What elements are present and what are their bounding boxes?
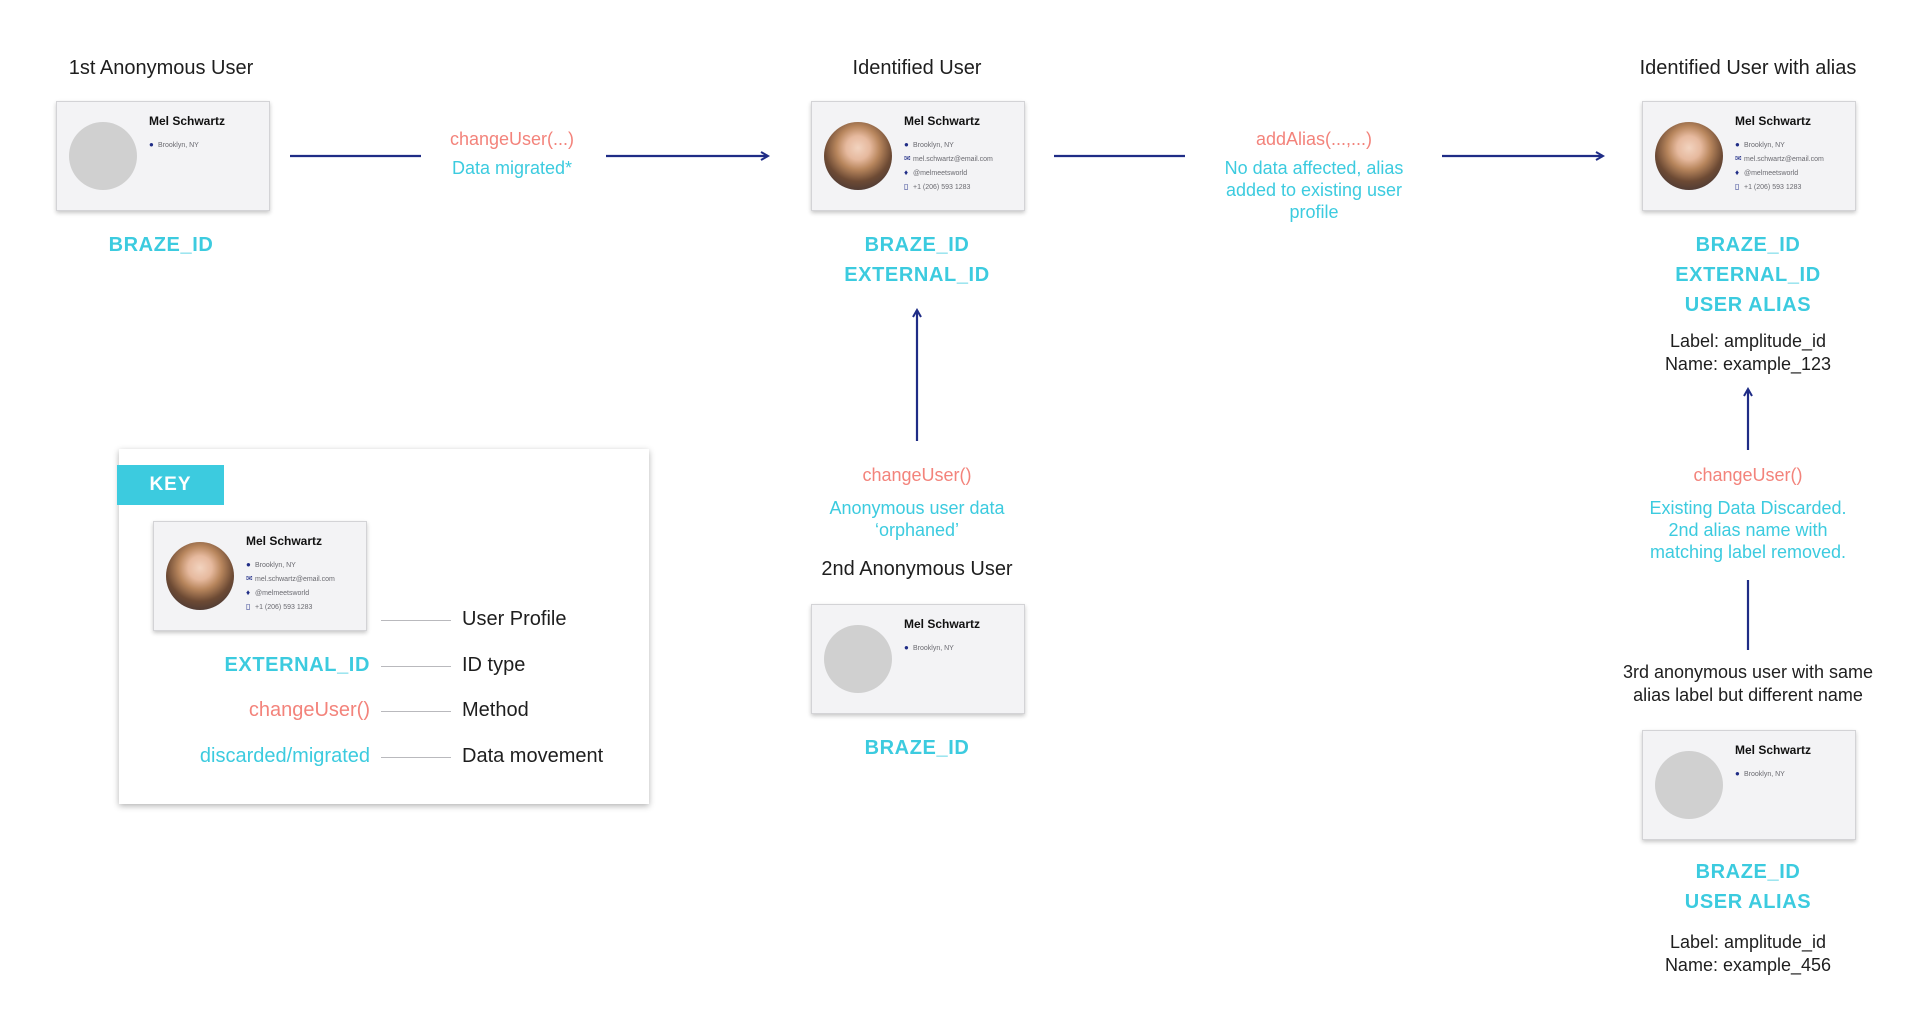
key-divider <box>381 711 451 712</box>
avatar-photo <box>824 122 892 190</box>
profile-twitter: ♦@melmeetsworld <box>246 588 310 597</box>
key-tab: KEY <box>117 465 224 505</box>
key-divider <box>381 666 451 667</box>
key-example-movement: discarded/migrated <box>199 745 370 767</box>
aliased-alias-name: Name: example_123 <box>1664 354 1832 374</box>
profile-phone: ▯+1 (206) 593 1283 <box>904 182 971 191</box>
aliased-id-braze: BRAZE_ID <box>1695 234 1801 256</box>
aliased-alias-label: Label: amplitude_id <box>1669 331 1827 351</box>
key-example-method: changeUser() <box>248 699 370 721</box>
t3-method: changeUser() <box>862 465 972 485</box>
profile-location: ●Brooklyn, NY <box>1735 769 1785 778</box>
profile-email: ✉mel.schwartz@email.com <box>1735 154 1824 163</box>
profile-location: ●Brooklyn, NY <box>904 140 954 149</box>
profile-name: Mel Schwartz <box>149 114 226 128</box>
phone-icon: ▯ <box>246 602 251 611</box>
aliased-profile-card: Mel Schwartz ●Brooklyn, NY ✉mel.schwartz… <box>1642 101 1856 211</box>
identified-id-braze: BRAZE_ID <box>864 234 970 256</box>
phone-icon: ▯ <box>1735 182 1740 191</box>
profile-name: Mel Schwartz <box>904 617 981 631</box>
identified-profile-card: Mel Schwartz ●Brooklyn, NY ✉mel.schwartz… <box>811 101 1025 211</box>
anon3-alias-name: Name: example_456 <box>1664 955 1832 975</box>
t3-note: Anonymous user data ‘orphaned’ <box>829 498 1005 540</box>
key-meaning-method: Method <box>462 699 529 721</box>
profile-email: ✉mel.schwartz@email.com <box>246 574 335 583</box>
anon1-id-braze: BRAZE_ID <box>108 234 214 256</box>
key-meaning-profile: User Profile <box>462 608 567 630</box>
profile-email: ✉mel.schwartz@email.com <box>904 154 993 163</box>
location-pin-icon: ● <box>904 140 909 149</box>
profile-twitter: ♦@melmeetsworld <box>1735 168 1799 177</box>
avatar-photo <box>1655 122 1723 190</box>
anon3-alias-label: Label: amplitude_id <box>1669 932 1827 952</box>
twitter-icon: ♦ <box>1735 168 1740 177</box>
profile-location: ●Brooklyn, NY <box>904 643 954 652</box>
key-divider <box>381 757 451 758</box>
t4-method: changeUser() <box>1693 465 1803 485</box>
key-meaning-id: ID type <box>462 654 526 676</box>
location-pin-icon: ● <box>149 140 154 149</box>
anon2-id-braze: BRAZE_ID <box>864 737 970 759</box>
profile-name: Mel Schwartz <box>904 114 981 128</box>
profile-name: Mel Schwartz <box>1735 114 1812 128</box>
avatar-placeholder <box>69 122 137 190</box>
twitter-icon: ♦ <box>904 168 909 177</box>
twitter-icon: ♦ <box>246 588 251 597</box>
aliased-title: Identified User with alias <box>1639 57 1857 79</box>
anon3-profile-card: Mel Schwartz ●Brooklyn, NY <box>1642 730 1856 840</box>
profile-name: Mel Schwartz <box>1735 743 1812 757</box>
phone-icon: ▯ <box>904 182 909 191</box>
location-pin-icon: ● <box>1735 769 1740 778</box>
aliased-id-alias: USER ALIAS <box>1684 294 1812 316</box>
t4-note: Existing Data Discarded. 2nd alias name … <box>1649 498 1847 562</box>
anon1-profile-card: Mel Schwartz ●Brooklyn, NY <box>56 101 270 211</box>
anon2-title: 2nd Anonymous User <box>821 558 1013 580</box>
anon3-id-alias: USER ALIAS <box>1684 891 1812 913</box>
key-divider <box>381 620 451 621</box>
envelope-icon: ✉ <box>1735 154 1742 163</box>
envelope-icon: ✉ <box>246 574 253 583</box>
location-pin-icon: ● <box>904 643 909 652</box>
location-pin-icon: ● <box>1735 140 1740 149</box>
profile-name: Mel Schwartz <box>246 534 323 548</box>
avatar-placeholder <box>824 625 892 693</box>
identified-id-external: EXTERNAL_ID <box>844 264 990 286</box>
location-pin-icon: ● <box>246 560 251 569</box>
key-example-id: EXTERNAL_ID <box>224 654 370 676</box>
avatar-placeholder <box>1655 751 1723 819</box>
profile-twitter: ♦@melmeetsworld <box>904 168 968 177</box>
profile-phone: ▯+1 (206) 593 1283 <box>1735 182 1802 191</box>
t1-note: Data migrated* <box>451 158 573 178</box>
anon2-profile-card: Mel Schwartz ●Brooklyn, NY <box>811 604 1025 714</box>
anon3-id-braze: BRAZE_ID <box>1695 861 1801 883</box>
profile-location: ●Brooklyn, NY <box>1735 140 1785 149</box>
aliased-id-external: EXTERNAL_ID <box>1675 264 1821 286</box>
profile-phone: ▯+1 (206) 593 1283 <box>246 602 313 611</box>
envelope-icon: ✉ <box>904 154 911 163</box>
t2-method: addAlias(...,...) <box>1255 129 1373 149</box>
anon3-title: 3rd anonymous user with same alias label… <box>1622 662 1874 705</box>
identified-title: Identified User <box>852 57 982 79</box>
profile-location: ●Brooklyn, NY <box>246 560 296 569</box>
key-profile-card: Mel Schwartz ●Brooklyn, NY ✉mel.schwartz… <box>153 521 367 631</box>
key-meaning-movement: Data movement <box>462 745 604 767</box>
avatar-photo <box>166 542 234 610</box>
anon1-title: 1st Anonymous User <box>68 57 254 79</box>
profile-location: ●Brooklyn, NY <box>149 140 199 149</box>
t1-method: changeUser(...) <box>449 129 575 149</box>
t2-note: No data affected, alias added to existin… <box>1224 158 1404 222</box>
